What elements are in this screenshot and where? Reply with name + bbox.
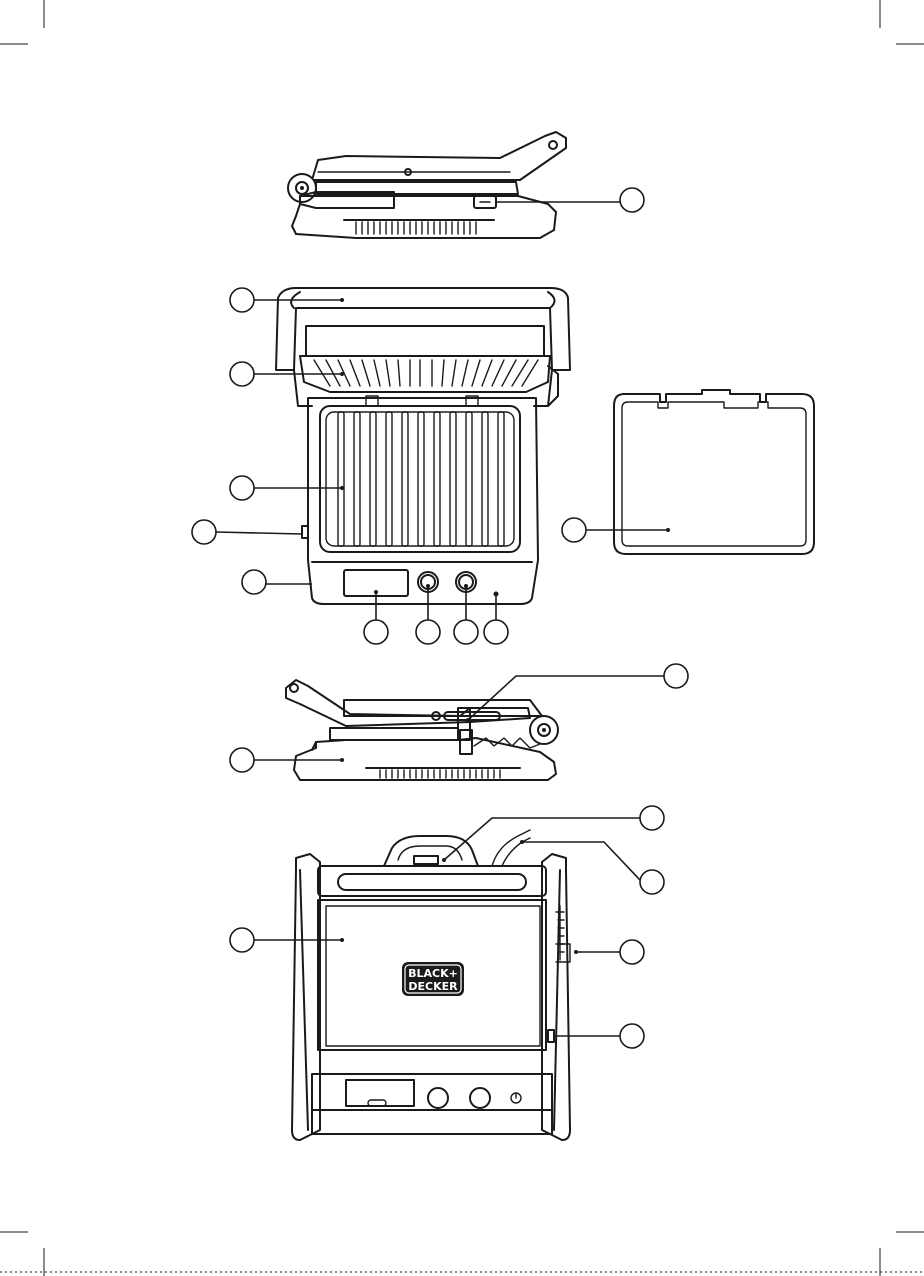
callout-5: [192, 520, 216, 544]
top-view-leaders: [254, 818, 640, 1036]
callout-1: [620, 188, 644, 212]
callout-16: [230, 928, 254, 952]
callout-15: [640, 870, 664, 894]
logo-line-1: BLACK+: [408, 967, 458, 980]
callout-8: [416, 620, 440, 644]
callout-13: [230, 748, 254, 772]
callout-14: [640, 806, 664, 830]
callout-6: [242, 570, 266, 594]
brand-logo: BLACK+ DECKER: [402, 962, 464, 996]
callout-4: [230, 476, 254, 500]
callout-2: [230, 288, 254, 312]
callout-7: [364, 620, 388, 644]
side-view-open: [286, 680, 558, 780]
logo-line-2: DECKER: [408, 980, 458, 993]
side-view-closed: [288, 132, 566, 238]
front-view-leaders: [216, 298, 670, 620]
callout-12: [664, 664, 688, 688]
callout-10: [484, 620, 508, 644]
callout-3: [230, 362, 254, 386]
callout-9: [454, 620, 478, 644]
callout-18: [620, 1024, 644, 1048]
callout-17: [620, 940, 644, 964]
callout-11: [562, 518, 586, 542]
front-view-open: [276, 288, 570, 604]
